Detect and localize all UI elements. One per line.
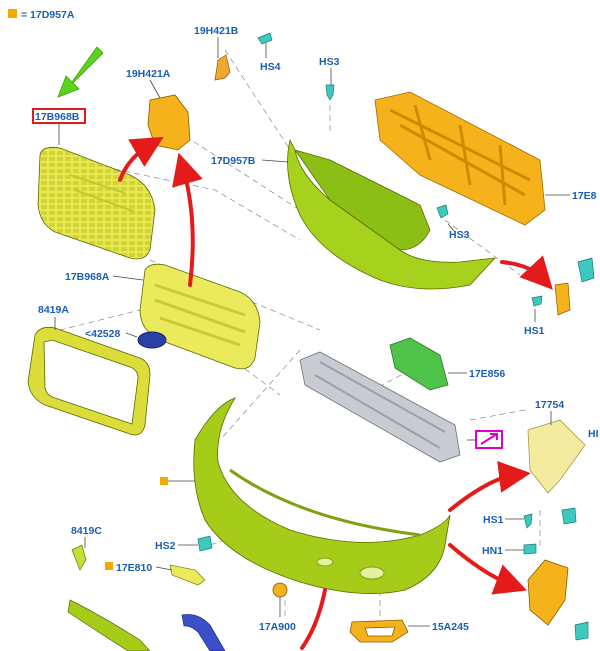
right-bracket-orange[interactable] (554, 282, 571, 316)
right-bracket-upper[interactable] (527, 419, 586, 494)
right-clip[interactable] (577, 257, 595, 283)
label-hs2[interactable]: HS2 (155, 540, 176, 552)
legend-text: = 17D957A (21, 9, 75, 21)
reinforcement-beam[interactable] (299, 351, 461, 463)
energy-absorber[interactable] (389, 337, 449, 391)
blue-deflector[interactable] (181, 614, 226, 651)
label-hs4[interactable]: HS4 (260, 61, 281, 73)
ford-emblem (137, 331, 167, 349)
label-15a245[interactable]: 15A245 (432, 621, 469, 633)
orange-marker-17e810 (105, 562, 113, 570)
label-17754[interactable]: 17754 (535, 399, 564, 411)
legend-marker (8, 9, 17, 18)
label-17d957b[interactable]: 17D957B (211, 155, 256, 167)
label-hi-cut[interactable]: HI (588, 428, 599, 440)
magenta-reference-box[interactable] (475, 430, 503, 449)
teal-clip-2 (574, 621, 589, 641)
lower-trim-strip[interactable] (67, 599, 151, 651)
label-17e8[interactable]: 17E8 (572, 190, 597, 202)
label-hs3-top[interactable]: HS3 (319, 56, 340, 68)
part-15a245[interactable] (349, 619, 409, 643)
orange-marker-lower (160, 477, 168, 485)
hn1-nut (523, 543, 537, 555)
green-pointer-arrow (57, 46, 104, 98)
lower-grille[interactable] (139, 263, 261, 370)
part-17a900[interactable] (272, 582, 288, 598)
red-arrows (118, 136, 553, 650)
label-8419c[interactable]: 8419C (71, 525, 102, 537)
upper-grille[interactable] (37, 146, 156, 260)
large-bracket[interactable] (147, 94, 191, 151)
label-hn1[interactable]: HN1 (482, 545, 503, 557)
right-bracket-lower[interactable] (527, 559, 569, 626)
label-17a900[interactable]: 17A900 (259, 621, 296, 633)
hs2-screw (197, 535, 213, 552)
label-17b968b[interactable]: 17B968B (35, 111, 80, 123)
label-42528[interactable]: <42528 (85, 328, 120, 340)
leader-lines (54, 37, 570, 627)
grille-surround[interactable] (27, 326, 151, 436)
hs1-right-screw (531, 295, 543, 307)
label-19h421a[interactable]: 19H421A (126, 68, 171, 80)
hs3-right-screw (436, 204, 449, 219)
teal-clip-1 (561, 507, 577, 525)
part-17e810[interactable] (169, 564, 206, 586)
hs1-lower-screw (523, 513, 533, 529)
label-19h421b[interactable]: 19H421B (194, 25, 239, 37)
hs3-top-screw (325, 84, 335, 101)
label-hs3-right[interactable]: HS3 (449, 229, 470, 241)
reference-arrow-icon (480, 433, 498, 445)
small-bracket[interactable] (214, 54, 231, 81)
label-hs1-lower[interactable]: HS1 (483, 514, 504, 526)
label-8419a[interactable]: 8419A (38, 304, 69, 316)
label-17e856[interactable]: 17E856 (469, 368, 505, 380)
label-hs1-right[interactable]: HS1 (524, 325, 545, 337)
upper-bumper-cover[interactable] (287, 138, 497, 290)
upper-reinforcement[interactable] (374, 91, 546, 226)
hs4-screw (257, 32, 273, 45)
lower-bumper-cover[interactable] (193, 397, 451, 594)
label-17e810[interactable]: 17E810 (116, 562, 152, 574)
lower-trim-piece[interactable] (71, 544, 87, 571)
label-17b968a[interactable]: 17B968A (65, 271, 110, 283)
